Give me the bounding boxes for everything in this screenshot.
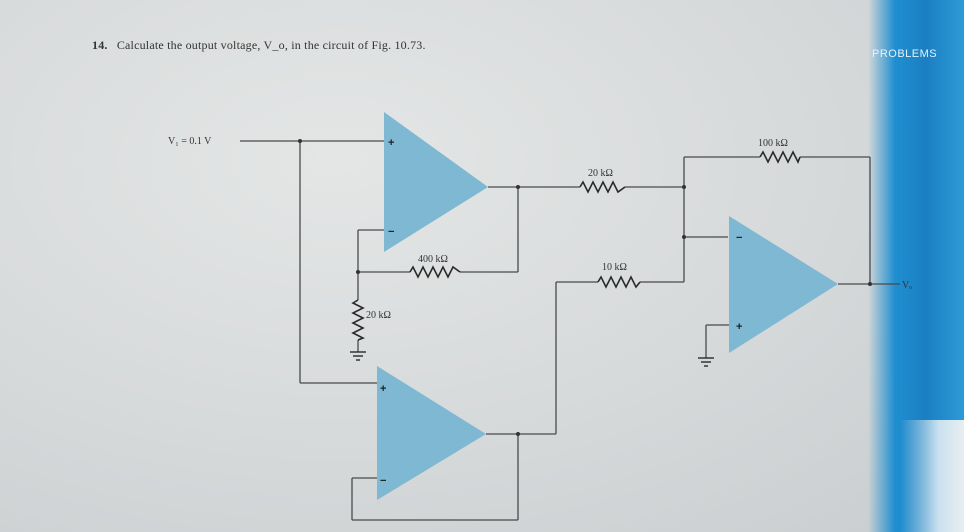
wires [240,140,900,521]
resistor-20k-upper [579,180,626,194]
problem-text: Calculate the output voltage, V_o, in th… [116,38,426,52]
opamp-bottom-minus: − [380,475,386,487]
label-100k: 100 kΩ [758,138,788,149]
sidebar-glare [900,420,964,532]
resistor-100k [759,150,801,164]
label-10k: 10 kΩ [602,262,627,273]
label-20k-ground: 20 kΩ [366,310,391,321]
input-voltage-label: V₁ = 0.1 V [168,136,212,147]
ground-symbols [350,351,714,367]
problem-number: 14. [92,38,108,52]
output-voltage-label: Vₒ [902,280,912,291]
opamp-top [384,112,488,252]
opamps [377,112,838,500]
opamp-right-minus: − [736,232,742,244]
opamp-bottom-plus: + [380,383,386,395]
problem-statement: 14. Calculate the output voltage, V_o, i… [92,38,426,53]
opamp-right [729,216,838,353]
section-label: PROBLEMS [872,48,938,60]
resistor-10k [597,275,641,289]
resistor-symbols [351,150,801,341]
label-20k-upper: 20 kΩ [588,168,613,179]
opamp-top-minus: − [388,226,394,238]
junction-nodes [298,139,872,436]
label-400k: 400 kΩ [418,254,448,265]
resistor-20k-ground [351,299,365,341]
opamp-right-plus: + [736,321,742,333]
resistor-400k [409,265,461,279]
opamp-bottom [377,366,486,500]
opamp-top-plus: + [388,137,394,149]
